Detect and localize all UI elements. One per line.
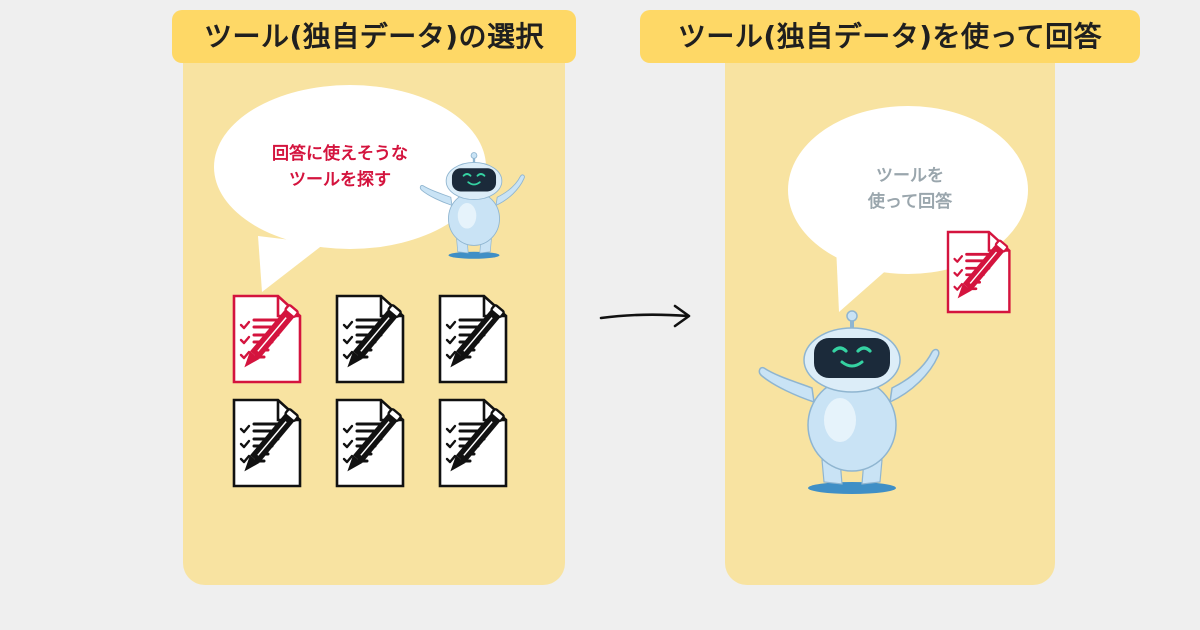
tool-document — [232, 398, 302, 488]
arrow-right-icon — [599, 304, 691, 328]
tool-document — [438, 398, 508, 488]
speech-text-left: 回答に使えそうな ツールを探す — [235, 141, 445, 193]
speech-text-right: ツールを 使って回答 — [810, 163, 1010, 215]
tool-selection-title: ツール(独自データ)の選択 — [172, 10, 576, 63]
tool-document-highlighted — [232, 294, 302, 384]
tool-document — [335, 294, 405, 384]
speech-text-right-line1: ツールを — [876, 166, 944, 186]
speech-text-right-line2: 使って回答 — [867, 192, 953, 212]
tool-document — [335, 398, 405, 488]
speech-text-left-line1: 回答に使えそうな — [272, 144, 408, 164]
tool-answer-title: ツール(独自データ)を使って回答 — [640, 10, 1140, 63]
robot-large — [757, 309, 941, 496]
selected-tool-document — [946, 230, 1011, 314]
speech-text-left-line2: ツールを探す — [289, 170, 391, 190]
speech-bubble-left — [214, 85, 486, 292]
tool-document — [438, 294, 508, 384]
